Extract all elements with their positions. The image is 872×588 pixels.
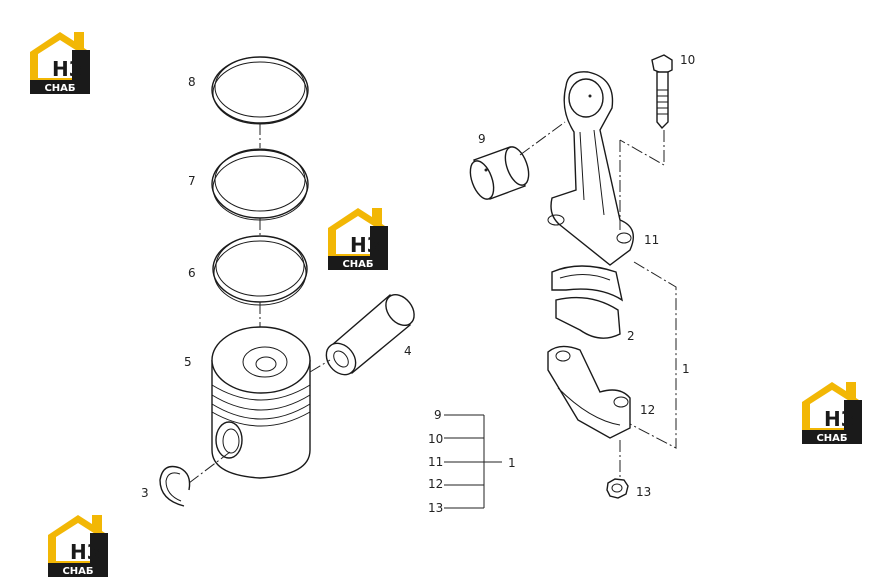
legend-item: 11: [428, 455, 443, 469]
legend-item: 13: [428, 501, 443, 515]
assembly-legend: 9 10 11 12 13 1: [428, 408, 516, 515]
callout-7: 7: [188, 174, 196, 188]
logo-watermark: НЗ СНАБ: [802, 382, 862, 444]
connecting-rod: [547, 71, 634, 266]
logo-caption: СНАБ: [62, 566, 93, 577]
logo-caption: СНАБ: [44, 83, 75, 94]
logo-mark: НЗ: [70, 540, 101, 564]
logo-caption: СНАБ: [342, 259, 373, 270]
callout-11: 11: [644, 233, 659, 247]
piston-ring-7: [211, 148, 309, 221]
callout-6: 6: [188, 266, 196, 280]
callout-12: 12: [640, 403, 655, 417]
rod-nut: [606, 478, 629, 499]
callout-9: 9: [478, 132, 486, 146]
callout-10: 10: [680, 53, 695, 67]
logo-mark: НЗ: [52, 57, 83, 81]
piston-pin: [325, 293, 415, 376]
logo-watermark: НЗ СНАБ: [30, 32, 90, 94]
callout-5: 5: [184, 355, 192, 369]
rod-bolt: [651, 54, 673, 130]
legend-group: 1: [508, 456, 516, 470]
callout-2: 2: [627, 329, 635, 343]
piston-ring-6: [212, 235, 308, 306]
bearing-shells: [551, 265, 624, 339]
callout-8: 8: [188, 75, 196, 89]
callout-3: 3: [141, 486, 149, 500]
bushing: [469, 146, 530, 200]
legend-item: 12: [428, 477, 443, 491]
logo-watermark: НЗ СНАБ: [48, 515, 108, 577]
snap-ring: [159, 451, 231, 507]
callout-4: 4: [404, 344, 412, 358]
logo-mark: НЗ: [824, 407, 855, 431]
callout-1: 1: [682, 362, 690, 376]
logo-caption: СНАБ: [816, 433, 847, 444]
legend-item: 10: [428, 432, 443, 446]
piston: [211, 326, 311, 479]
rod-cap: [547, 345, 631, 439]
piston-ring-8: [211, 56, 309, 125]
logo-mark: НЗ: [350, 233, 381, 257]
legend-item: 9: [434, 408, 442, 422]
callout-13: 13: [636, 485, 651, 499]
logo-watermark: НЗ СНАБ: [328, 208, 388, 270]
